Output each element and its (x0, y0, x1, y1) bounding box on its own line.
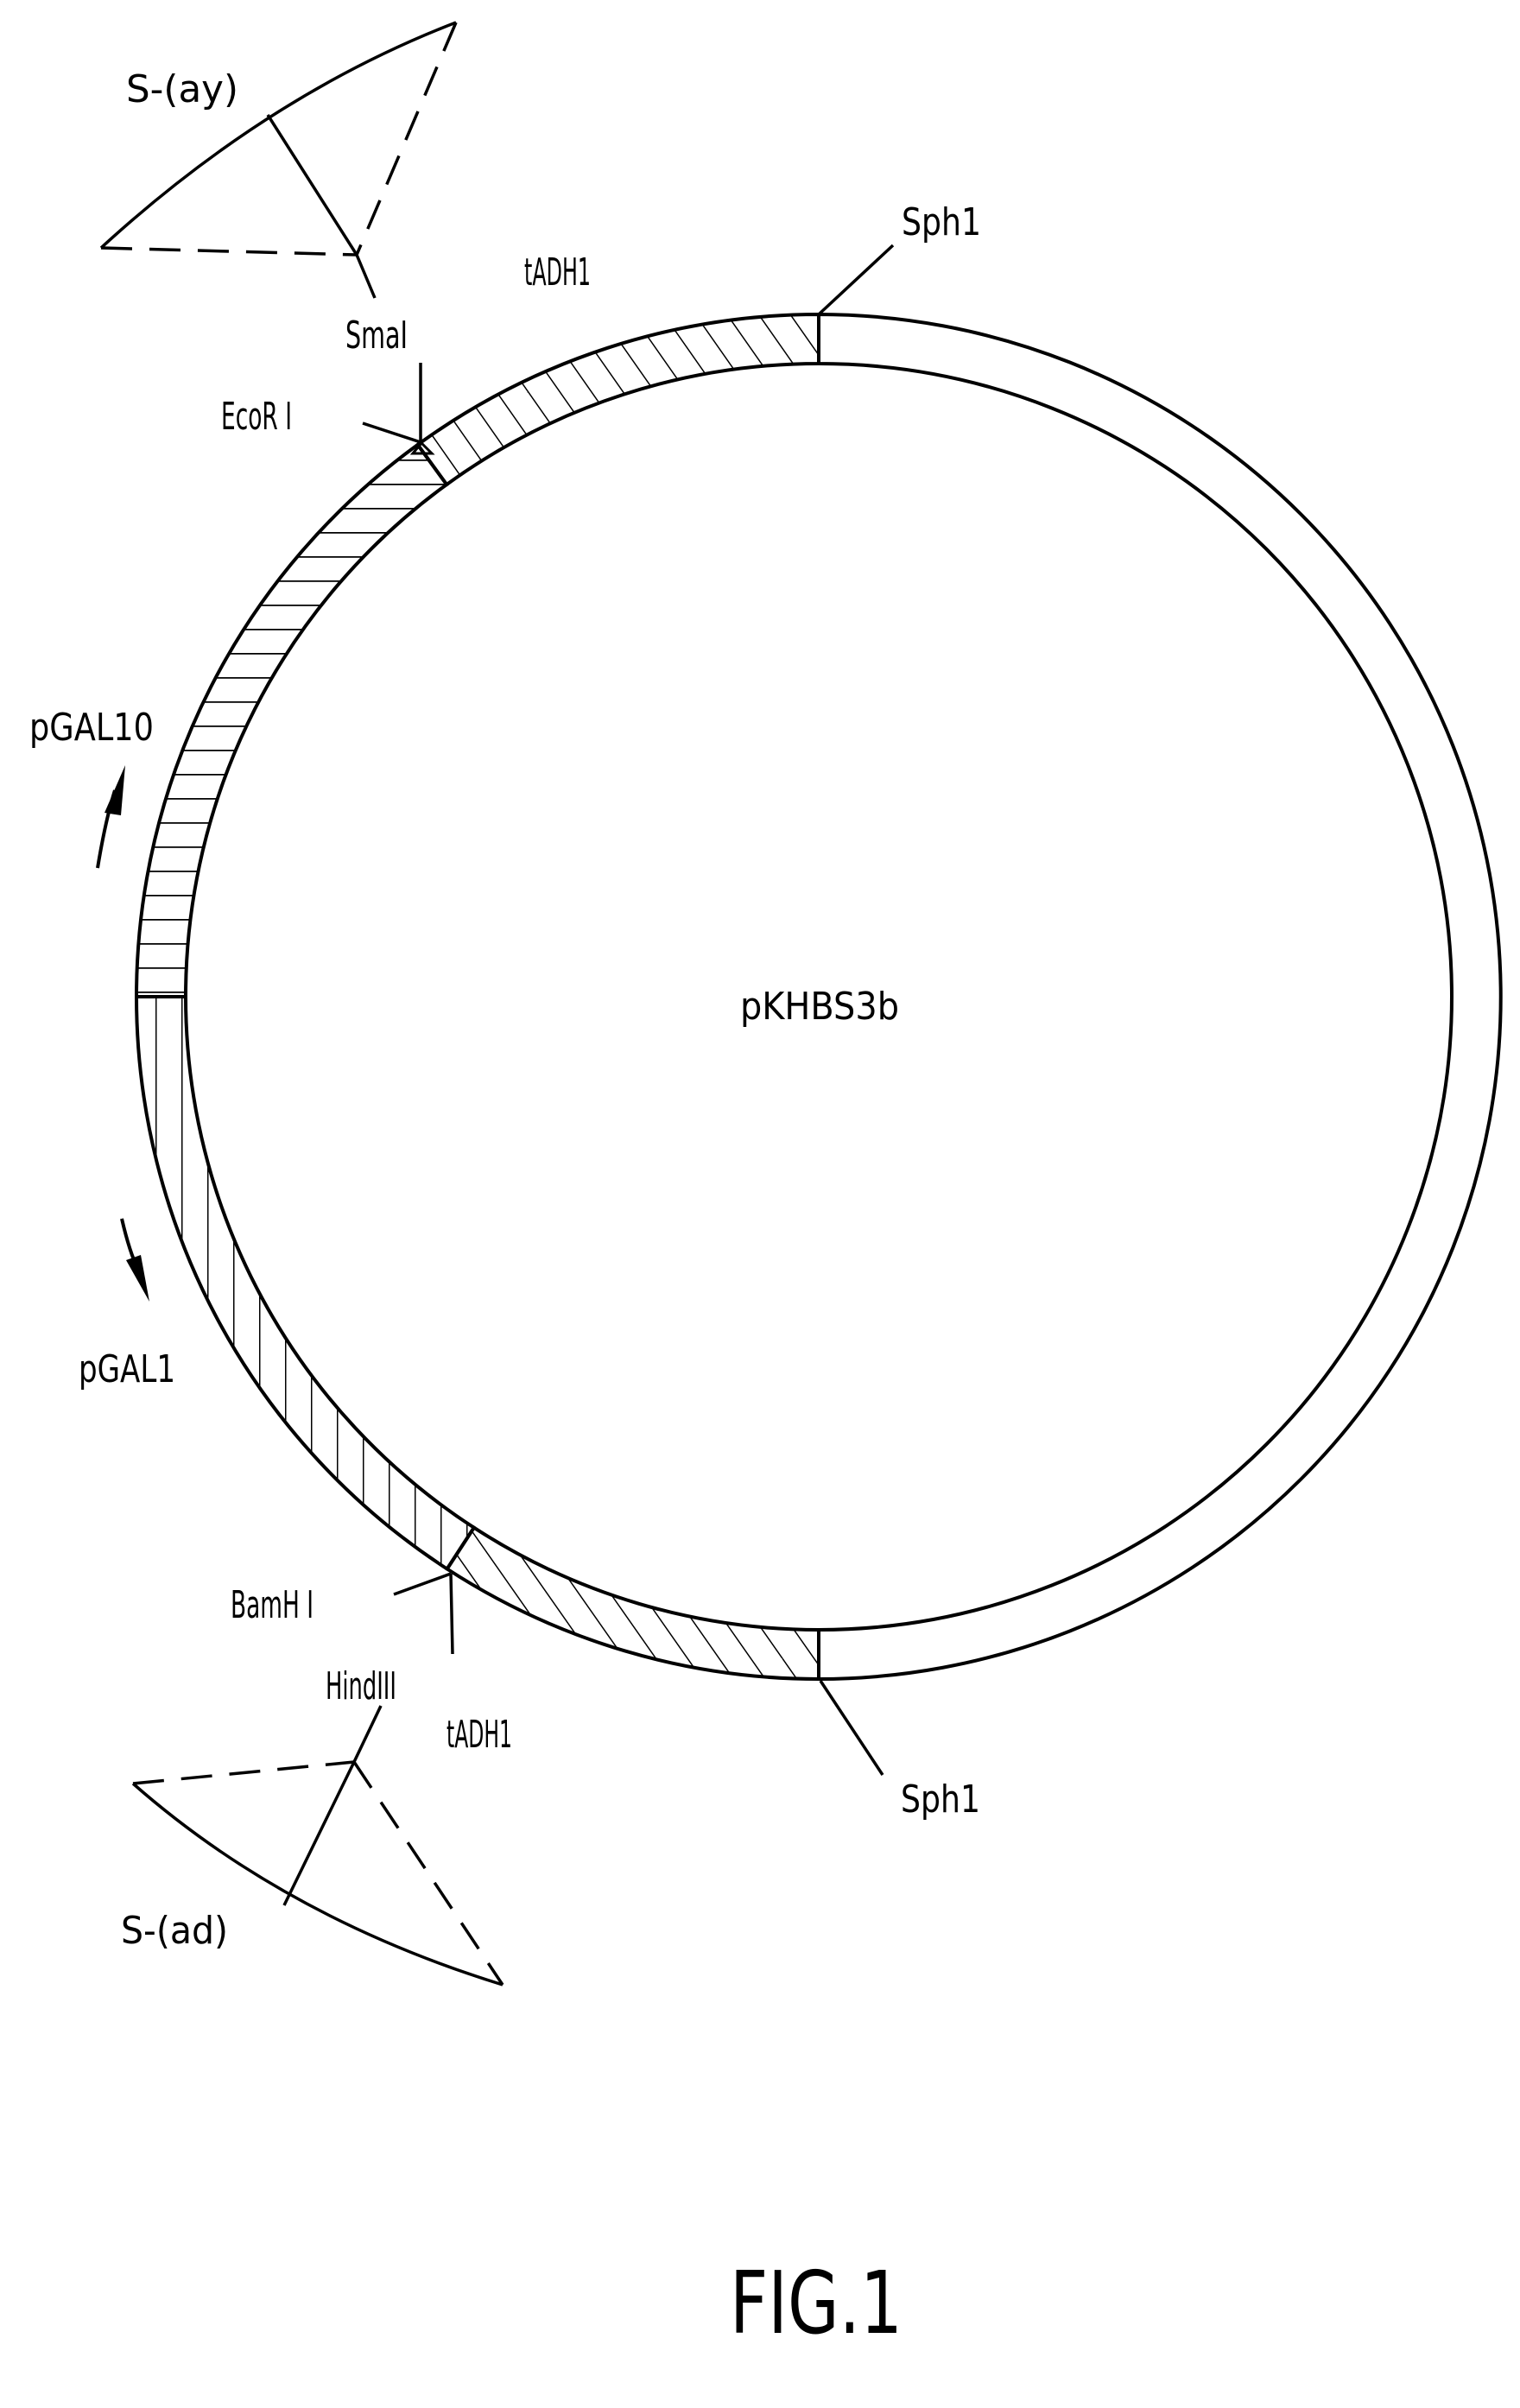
insert-s-ad-wedge (131, 1705, 504, 1987)
site-label-hindiii: HindIII (326, 1664, 396, 1708)
figure-caption: FIG.1 (730, 2253, 902, 2354)
site-label-bamhi: BamH I (231, 1583, 314, 1627)
site-label-sph1-top: Sph1 (902, 200, 981, 244)
plasmid-name-label: pKHBS3b (740, 985, 899, 1029)
leader-sph1-bottom (819, 1680, 884, 1776)
leader-bamhi (393, 1572, 452, 1596)
leader-hindiii (449, 1573, 454, 1655)
segment-tadh1-upper (415, 312, 820, 487)
insert-label-s-ay: S-(ay) (126, 67, 238, 111)
pgal10-direction-arrow (96, 765, 125, 869)
segment-label-pgal1: pGAL1 (79, 1347, 175, 1391)
segment-label-tadh1-upper: tADH1 (524, 250, 591, 295)
segment-tadh1-lower (444, 1524, 820, 1682)
insert-s-ay-wedge (99, 21, 458, 299)
segment-pgal10 (134, 442, 449, 998)
segment-label-tadh1-lower: tADH1 (446, 1713, 512, 1757)
site-label-ecori: EcoR I (221, 395, 292, 439)
leader-ecori (362, 421, 421, 444)
segment-pgal1 (134, 995, 477, 1572)
segment-label-pgal10: pGAL10 (29, 706, 154, 750)
segment-vector-backbone (817, 312, 1503, 1682)
pgal1-direction-arrow (120, 1218, 149, 1302)
leader-sph1-top (817, 244, 895, 316)
site-label-sph1-bottom: Sph1 (901, 1777, 980, 1822)
site-label-smai: SmaI (345, 314, 408, 358)
insert-label-s-ad: S-(ad) (121, 1909, 228, 1953)
ecori-smai-junction-marker (409, 440, 435, 455)
